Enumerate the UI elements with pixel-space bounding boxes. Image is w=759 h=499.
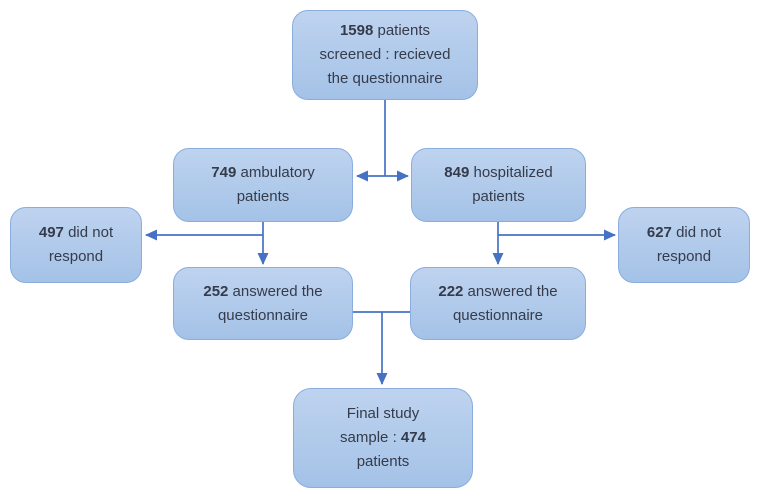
node-label: 849 hospitalized patients xyxy=(444,164,553,205)
node-label: Final study sample : 474 patients xyxy=(340,405,426,470)
node-ambulatory-patients: 749 ambulatory patients xyxy=(173,148,353,222)
node-ambulatory-did-not-respond: 497 did not respond xyxy=(10,207,142,283)
node-label: 749 ambulatory patients xyxy=(211,164,315,205)
node-final-study-sample: Final study sample : 474 patients xyxy=(293,388,473,488)
node-screened-patients: 1598 patients screened : recieved the qu… xyxy=(292,10,478,100)
node-label: 222 answered the questionnaire xyxy=(438,282,558,324)
node-label: 497 did not respond xyxy=(38,224,114,265)
node-label: 252 answered the questionnaire xyxy=(203,282,323,324)
node-hospitalized-patients: 849 hospitalized patients xyxy=(411,148,586,222)
node-hospitalized-did-not-respond: 627 did not respond xyxy=(618,207,750,283)
node-label: 627 did not respond xyxy=(646,224,722,265)
node-label: 1598 patients screened : recieved the qu… xyxy=(319,22,451,87)
node-hospitalized-answered: 222 answered the questionnaire xyxy=(410,267,586,340)
node-ambulatory-answered: 252 answered the questionnaire xyxy=(173,267,353,340)
